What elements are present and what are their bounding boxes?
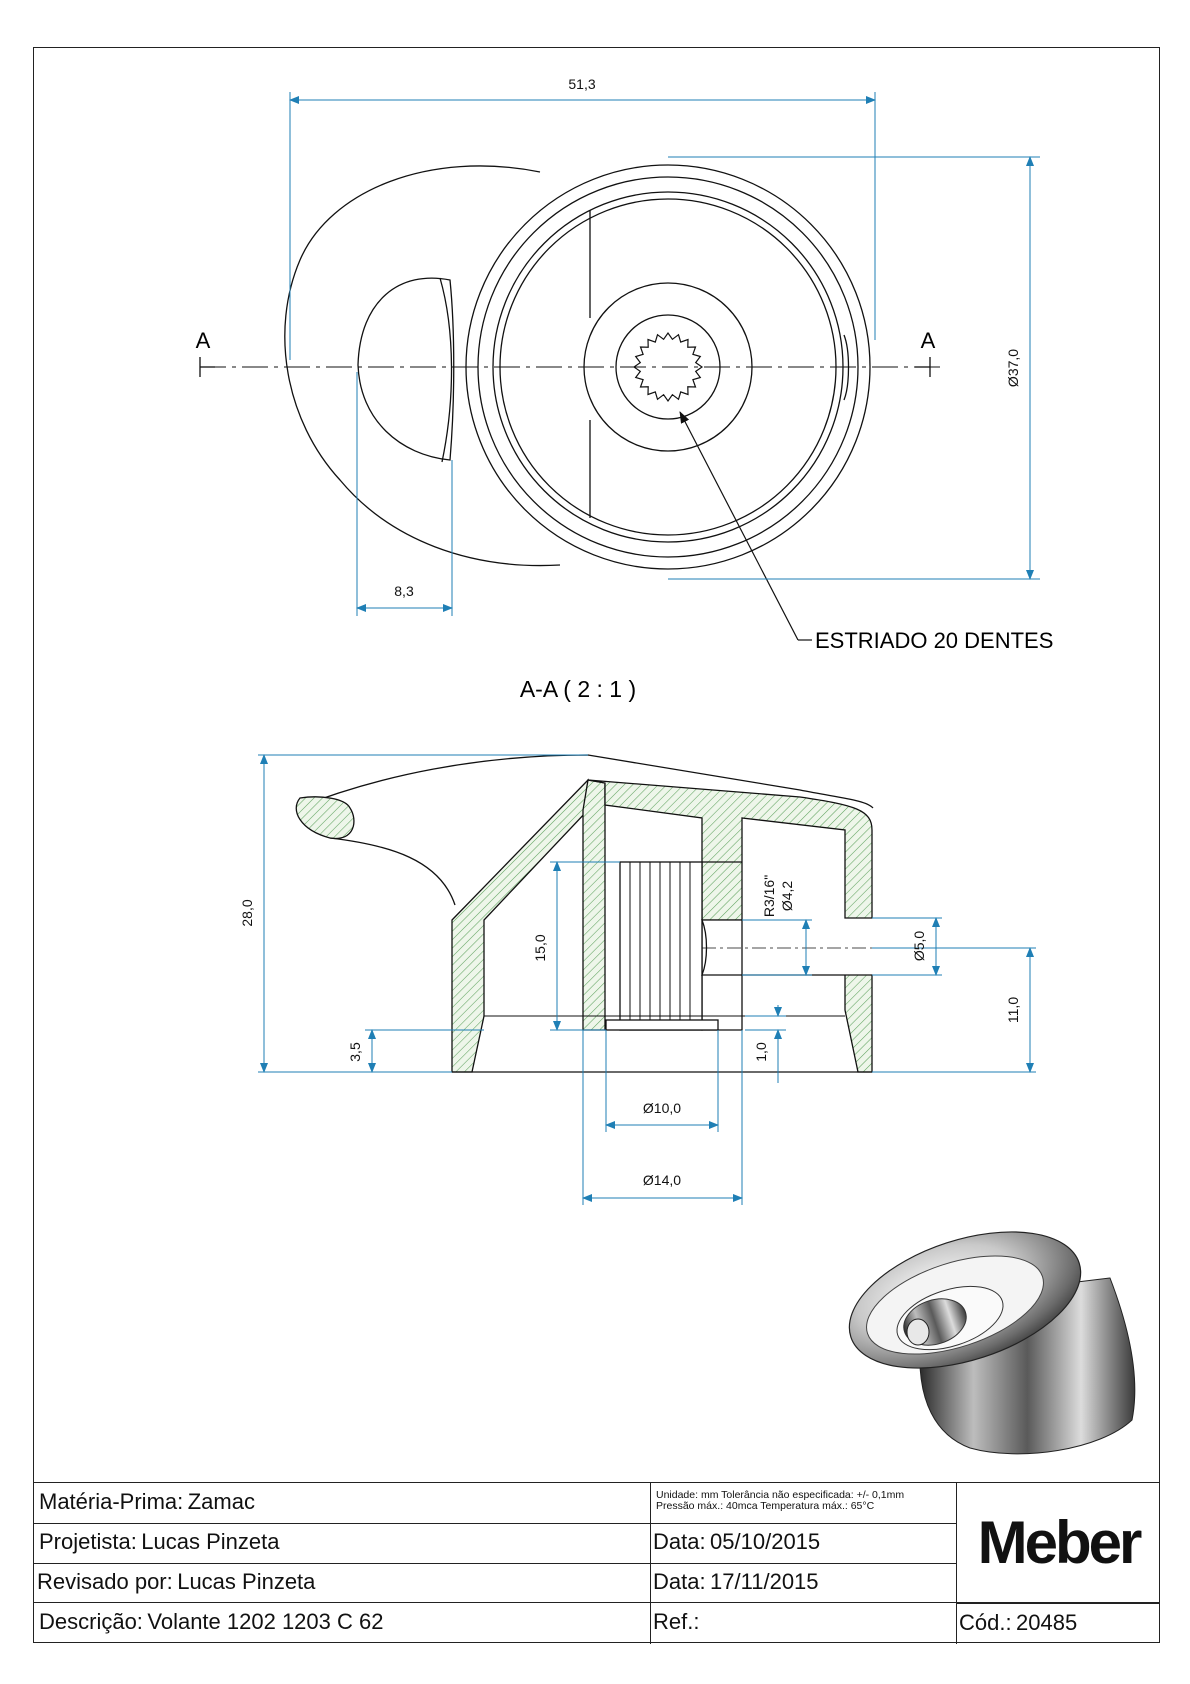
section-mark-right: A (921, 328, 936, 353)
dim-spline-depth: 15,0 (532, 934, 548, 961)
section-title: A-A ( 2 : 1 ) (520, 676, 636, 702)
spline-bore (619, 861, 703, 1031)
date2-label: Data: (653, 1569, 706, 1594)
description-value: Volante 1202 1203 C 62 (147, 1609, 384, 1634)
material-value: Zamac (187, 1489, 255, 1514)
date1-label: Data: (653, 1529, 706, 1554)
material-cell: Matéria-Prima: Zamac (33, 1483, 651, 1524)
code-label: Cód.: (959, 1610, 1012, 1635)
section-body-top (296, 754, 874, 809)
reviewer-cell: Revisado por: Lucas Pinzeta (33, 1564, 651, 1603)
lip-underside (329, 837, 456, 906)
left-lip (295, 796, 355, 840)
date2-cell: Data: 17/11/2015 (651, 1564, 957, 1603)
render-spline (906, 1318, 930, 1346)
dim-bore-10: Ø10,0 (643, 1100, 681, 1116)
material-label: Matéria-Prima: (39, 1489, 184, 1514)
meber-logo: Meber (977, 1509, 1143, 1576)
dim-height: 28,0 (239, 899, 255, 926)
description-label: Descrição: (39, 1609, 143, 1634)
designer-cell: Projetista: Lucas Pinzeta (33, 1524, 651, 1564)
ref-cell: Ref.: (651, 1603, 957, 1644)
description-cell: Descrição: Volante 1202 1203 C 62 (33, 1603, 651, 1644)
drawing-border (33, 47, 1160, 1643)
notes-line2: Pressão máx.: 40mca Temperatura máx.: 65… (656, 1500, 875, 1512)
spline-note: ESTRIADO 20 DENTES (679, 411, 1053, 653)
section-line: A A (196, 328, 940, 377)
hub-section-left (582, 779, 606, 1031)
side-hole (701, 919, 743, 976)
bore-bottom (605, 1019, 719, 1031)
code-value: 20485 (1016, 1610, 1078, 1635)
designer-label: Projetista: (39, 1529, 137, 1554)
dim-slot: 8,3 (394, 583, 414, 599)
slot-cutout (357, 277, 455, 461)
date1-cell: Data: 05/10/2015 (651, 1524, 957, 1564)
dim-hole-dia: Ø5,0 (911, 931, 927, 962)
title-block: Matéria-Prima: Zamac Unidade: mm Tolerân… (33, 1482, 1160, 1644)
reviewer-label: Revisado por: (37, 1569, 173, 1594)
left-wall (451, 778, 589, 1073)
date2-value: 17/11/2015 (710, 1569, 819, 1594)
dim-bore-14: Ø14,0 (643, 1172, 681, 1188)
spline-grooves (629, 862, 691, 1020)
section-mark-left: A (196, 328, 211, 353)
dim-hole-small-dia: Ø4,2 (779, 881, 795, 912)
top-dimensions: 51,3 Ø37,0 8,3 (289, 76, 1040, 616)
section-view (295, 754, 874, 1073)
dim-hole-offset: 11,0 (1005, 997, 1021, 1023)
date1-value: 05/10/2015 (710, 1529, 821, 1554)
slot-cutout-edge (439, 277, 453, 463)
code-cell: Cód.: 20485 (957, 1603, 1160, 1644)
dim-hole-radius: R3/16" (761, 875, 777, 917)
top-view-body-outline (284, 165, 561, 567)
dim-step: 1,0 (753, 1042, 769, 1062)
section-dimensions: 28,0 15,0 3,5 11,0 R3/16" Ø4,2 Ø5,0 1,0 … (239, 754, 1036, 1205)
reviewer-value: Lucas Pinzeta (177, 1569, 316, 1594)
logo-cell: Meber (957, 1483, 1160, 1603)
dim-bore-depth: 3,5 (347, 1042, 363, 1062)
ref-label: Ref.: (653, 1609, 700, 1634)
isometric-render (848, 1231, 1136, 1455)
designer-value: Lucas Pinzeta (141, 1529, 280, 1554)
dim-diameter: Ø37,0 (1005, 349, 1021, 387)
notes-line1: Unidade: mm Tolerância não especificada:… (656, 1489, 905, 1501)
spline-note-text: ESTRIADO 20 DENTES (815, 628, 1053, 653)
dim-width: 51,3 (568, 76, 595, 92)
notes-cell: Unidade: mm Tolerância não especificada:… (651, 1483, 957, 1524)
